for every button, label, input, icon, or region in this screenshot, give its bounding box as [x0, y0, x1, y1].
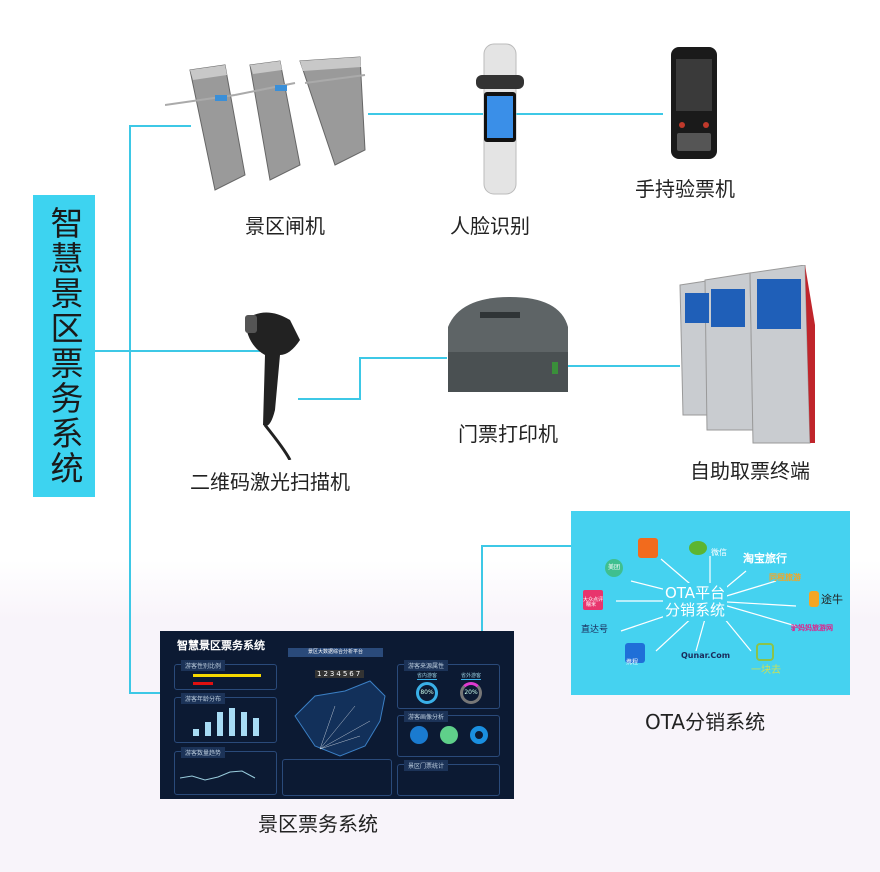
age-bar — [229, 708, 235, 736]
scanner-label: 二维码激光扫描机 — [190, 470, 350, 494]
connector-scanner-printer-v — [359, 357, 361, 400]
connector-turnstile — [129, 125, 191, 127]
dashboard-title: 智慧景区票务系统 — [177, 639, 265, 652]
turnstile-label: 景区闸机 — [245, 214, 325, 238]
ota-meituan: 美团 — [605, 559, 623, 577]
ota-nuomi: 糯米 — [586, 602, 597, 608]
turnstile-image — [165, 56, 366, 191]
gender-panel: 游客性别比例 — [174, 660, 277, 690]
ota-taobao: 淘宝旅行 — [743, 552, 787, 565]
panel-title: 景区门票统计 — [404, 760, 449, 771]
tuniu-icon — [809, 591, 819, 607]
connector-scanner-printer-h2 — [359, 357, 447, 359]
panel-title: 游客数量趋势 — [181, 747, 226, 758]
ota-yikuaiqu: 一块去 — [751, 665, 781, 676]
ota-zhidahao: 直达号 — [581, 625, 609, 635]
source-external-label: 省外游客 — [461, 673, 482, 680]
ota-center-line2: 分销系统 — [665, 601, 726, 619]
connector-face-handheld — [513, 113, 663, 115]
ota-wechat: 微信 — [711, 548, 727, 557]
handheld-label: 手持验票机 — [635, 177, 735, 201]
ota-lvmama: 驴妈妈旅游网 — [791, 624, 833, 632]
source-local-label: 省内游客 — [417, 673, 438, 680]
face-recognition-label: 人脸识别 — [450, 214, 530, 238]
source-local-ring: 80% — [416, 682, 438, 704]
age-bar — [205, 721, 211, 736]
dashboard-header: 景区大数据综合分析平台 — [288, 648, 383, 657]
ticket-stats-panel: 景区门票统计 — [397, 760, 500, 796]
connector-main-vertical — [129, 125, 131, 694]
pie-chart — [440, 726, 458, 744]
scanner-image — [245, 312, 300, 460]
donut-chart — [470, 726, 488, 744]
ota-label: OTA分销系统 — [645, 710, 766, 734]
age-bar — [217, 712, 223, 736]
kiosk-label: 自助取票终端 — [690, 459, 810, 483]
pie-chart — [410, 726, 428, 744]
profile-panel: 游客画像分析 — [397, 711, 500, 757]
ota-center-line1: OTA平台 — [665, 584, 726, 602]
connector-ota-v — [481, 545, 483, 632]
source-external-ring: 20% — [460, 682, 482, 704]
ota-panel: OTA平台 分销系统 微信 淘宝旅行 同程旅游 途牛 驴妈妈旅游网 一块去 Qu… — [571, 511, 850, 695]
ticketing-label: 景区票务系统 — [258, 812, 378, 836]
kiosk-image — [679, 265, 815, 444]
china-map — [294, 680, 386, 757]
panel-title: 游客年龄分布 — [181, 693, 226, 704]
ota-dianping: 大众点评 — [583, 590, 603, 610]
system-title: 智慧景区票务系统 — [45, 206, 84, 486]
ota-tongcheng: 同程旅游 — [769, 573, 801, 582]
connector-scanner-printer-h — [298, 398, 360, 400]
ota-ctrip: 携程 — [626, 659, 639, 666]
yikuaiqu-icon — [756, 643, 774, 661]
age-bar — [253, 718, 259, 736]
printer-image — [448, 297, 568, 392]
connector-turnstile-face — [368, 113, 483, 115]
panel-title: 游客画像分析 — [404, 711, 449, 722]
visitor-counter: 1234567 — [315, 670, 365, 678]
connector-ota-h — [481, 545, 572, 547]
trend-line — [180, 770, 256, 781]
age-bar — [241, 712, 247, 736]
age-bar — [193, 729, 199, 736]
panel-title: 游客性别比例 — [181, 660, 226, 671]
panel-title: 游客来源属性 — [404, 660, 449, 671]
face-recognition-image — [476, 43, 524, 195]
connector-title-scanner — [95, 350, 260, 352]
trend-panel: 游客数量趋势 — [174, 747, 277, 795]
ranking-panel — [282, 759, 392, 796]
system-title-box: 智慧景区票务系统 — [33, 195, 95, 497]
age-panel: 游客年龄分布 — [174, 693, 277, 743]
ticketing-dashboard: 智慧景区票务系统 景区大数据综合分析平台 1234567 游客性别比例 游客年龄… — [160, 631, 514, 799]
printer-label: 门票打印机 — [458, 422, 558, 446]
connector-ticketing — [129, 692, 161, 694]
ota-qunar: Qunar.Com — [681, 651, 731, 660]
gender-female-bar — [193, 682, 213, 685]
handheld-image — [671, 47, 717, 159]
ctrip-icon — [625, 643, 645, 663]
ota-tuniu: 途牛 — [821, 593, 843, 606]
wechat-icon — [689, 541, 707, 555]
dianping-icon — [638, 538, 658, 558]
source-panel: 游客来源属性 省内游客 省外游客 80% 20% — [397, 660, 500, 709]
gender-male-bar — [193, 674, 261, 677]
connector-printer-kiosk — [568, 365, 680, 367]
